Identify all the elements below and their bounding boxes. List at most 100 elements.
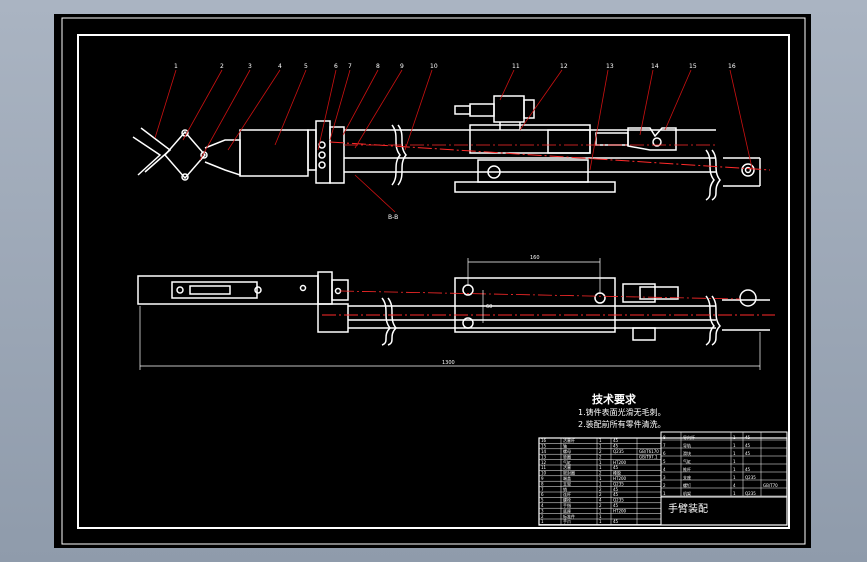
left-cell: 1 (599, 508, 602, 513)
left-cell: 4 (541, 503, 544, 508)
plan-break-1b (387, 297, 398, 346)
callout-10: 10 (430, 63, 438, 70)
outer-border (61, 17, 806, 545)
left-cell: 2 (599, 471, 602, 476)
carriage-block (547, 129, 591, 154)
left-cell: 垫圈 (563, 453, 571, 459)
left-cell: 1 (599, 476, 602, 481)
left-cell: 45 (613, 438, 619, 443)
right-cell: 导向杆 (683, 434, 695, 440)
bolt-2 (318, 151, 326, 159)
carriage-wheel (487, 165, 501, 179)
left-cell: 8 (541, 481, 544, 486)
callout-15: 15 (689, 63, 697, 70)
tech-req-title: 技术要求 (592, 392, 637, 406)
left-cell: 1 (599, 465, 602, 470)
left-cell: 1 (599, 460, 602, 465)
leader-10 (404, 69, 433, 151)
plan-piston (189, 285, 231, 295)
plan-pin-2 (254, 286, 262, 294)
left-cell: 活塞杆 (563, 437, 575, 443)
front-centerline (329, 141, 771, 171)
leader-1 (154, 69, 177, 139)
plan-clamp-jaw (639, 286, 679, 300)
right-cell: 1 (733, 451, 736, 456)
plan-pin-1 (176, 286, 184, 294)
section-label: B-B (388, 214, 398, 221)
leader-14 (639, 69, 654, 136)
tech-req-item-1: 1.铸件表面光滑无毛刺。 (578, 407, 666, 417)
dimension-lines (139, 258, 761, 370)
right-cell: 5 (663, 459, 666, 464)
right-cell: 4 (733, 483, 736, 488)
leader-9 (354, 69, 403, 149)
leader-7 (329, 69, 351, 141)
leader-section (354, 174, 396, 213)
left-cell: 10 (541, 471, 547, 476)
linkage-pin-bottom (181, 173, 189, 181)
drawing-sheet (54, 14, 811, 548)
plan-centerline-2 (339, 290, 741, 300)
left-cell: 密封圈 (563, 470, 575, 476)
right-cell: 45 (745, 451, 751, 456)
right-cell: 滑块 (683, 450, 691, 456)
callout-8: 8 (376, 63, 380, 70)
leader-3 (199, 69, 251, 161)
left-cell: 底座 (563, 507, 571, 513)
right-cell: 1 (733, 467, 736, 472)
drawing-title: 手臂装配 (668, 502, 708, 515)
callout-3: 3 (248, 63, 252, 70)
left-cell: 16 (541, 438, 547, 443)
callout-9: 9 (400, 63, 404, 70)
motor-coupling (454, 105, 471, 115)
plan-break-1 (381, 297, 392, 346)
end-pivot-center (744, 166, 752, 174)
callout-7: 7 (348, 63, 352, 70)
left-cell: 端盖 (563, 475, 571, 481)
left-cell: 9 (541, 476, 544, 481)
left-cell: 2 (599, 449, 602, 454)
front-view (132, 95, 761, 201)
callout-4: 4 (278, 63, 282, 70)
end-pivot (741, 163, 755, 177)
bolt-3 (318, 161, 326, 169)
right-cell: GB/T70 (763, 483, 778, 488)
right-cell: 45 (745, 443, 751, 448)
leader-16 (729, 69, 753, 169)
leader-lines (154, 69, 753, 213)
leader-4 (227, 69, 281, 151)
left-cell: 手爪 (563, 518, 571, 524)
plan-pin-3 (299, 284, 307, 292)
right-cell: 螺钉 (683, 482, 691, 488)
right-cell: 支座 (683, 474, 691, 480)
right-cell: 3 (663, 475, 666, 480)
left-cell: 14 (541, 449, 547, 454)
plan-foot (632, 327, 656, 341)
right-cell: 1 (663, 491, 666, 496)
right-cell: 7 (663, 443, 666, 448)
clamp-jaw (627, 127, 677, 151)
leader-15 (664, 69, 692, 131)
plan-break-2b (711, 295, 722, 346)
left-cell: 1 (599, 444, 602, 449)
gripper-linkage (164, 130, 206, 180)
left-cell: 45 (613, 444, 619, 449)
callout-16: 16 (728, 63, 736, 70)
left-cell: 2 (599, 503, 602, 508)
left-cell: 45 (613, 492, 619, 497)
break-line-2 (705, 149, 715, 201)
plan-flange-lower (317, 303, 349, 333)
right-cell: 导轨 (683, 442, 691, 448)
left-cell: 螺母 (563, 448, 571, 454)
left-cell: 3 (541, 508, 544, 513)
plan-cylinder (454, 277, 616, 333)
left-cell: GB/T6170 (639, 449, 659, 454)
left-cell: 手指 (563, 502, 571, 508)
plan-view (137, 271, 770, 346)
leader-6 (317, 69, 337, 151)
left-cell: 2 (541, 514, 544, 519)
right-cell: 1 (733, 459, 736, 464)
